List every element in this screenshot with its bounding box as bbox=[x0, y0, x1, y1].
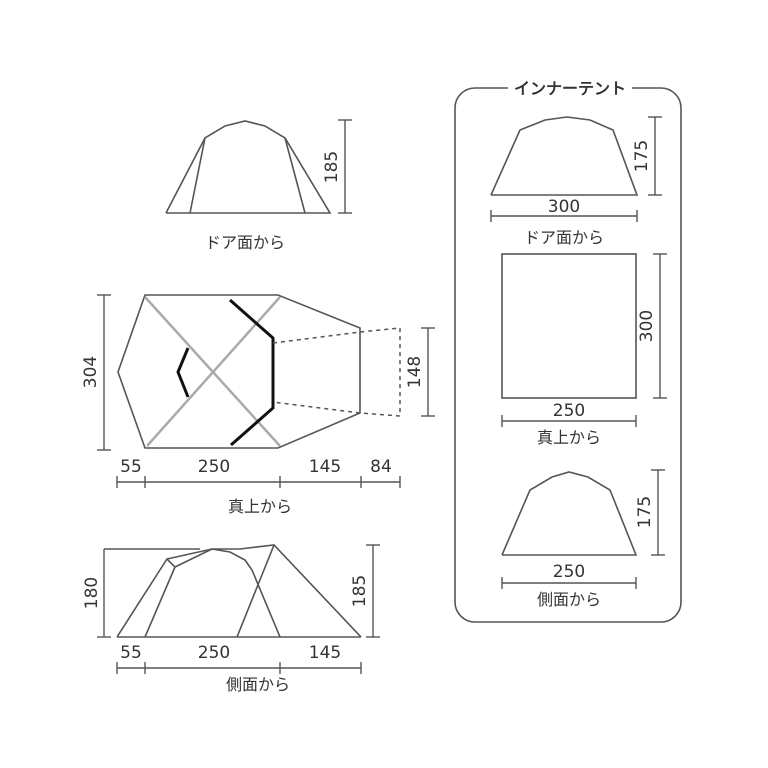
height-left-label: 180 bbox=[82, 577, 102, 609]
front-width-dimension bbox=[421, 327, 435, 417]
height-label: 175 bbox=[635, 496, 655, 528]
length-label: 145 bbox=[309, 643, 341, 663]
small-pole bbox=[176, 347, 190, 398]
height-dimension bbox=[338, 119, 352, 214]
height-dimension-right bbox=[366, 544, 380, 638]
inner-side-view: 175 250 側面から bbox=[501, 469, 665, 609]
panel-title: インナーテント bbox=[514, 79, 626, 98]
caption: ドア面から bbox=[524, 228, 604, 247]
black-pole bbox=[229, 298, 275, 447]
caption: 真上から bbox=[228, 497, 292, 516]
outer-door-view: 185 ドア面から bbox=[165, 119, 352, 252]
height-dimension-left bbox=[97, 549, 111, 638]
height-right-label: 185 bbox=[350, 575, 370, 607]
length-label: 55 bbox=[120, 643, 142, 663]
depth-label: 300 bbox=[637, 310, 657, 342]
length-label: 250 bbox=[198, 643, 230, 663]
width-label: 304 bbox=[81, 356, 101, 388]
front-width-label: 148 bbox=[405, 356, 425, 388]
inner-top-view: 300 250 真上から bbox=[501, 253, 667, 447]
inner-tent-panel: インナーテント 175 300 ドア面から 300 250 真上から 175 2… bbox=[454, 78, 682, 623]
inner-door-view: 175 300 ドア面から bbox=[490, 116, 662, 247]
height-label: 185 bbox=[322, 151, 342, 183]
length-label: 250 bbox=[198, 457, 230, 477]
width-label: 300 bbox=[548, 197, 580, 217]
width-label: 250 bbox=[553, 401, 585, 421]
caption: 側面から bbox=[537, 590, 601, 609]
length-label: 84 bbox=[370, 457, 392, 477]
length-label: 55 bbox=[120, 457, 142, 477]
length-dimension bbox=[116, 476, 401, 488]
width-dimension bbox=[97, 294, 111, 451]
width-label: 250 bbox=[553, 562, 585, 582]
caption: 側面から bbox=[226, 675, 290, 694]
caption: ドア面から bbox=[205, 233, 285, 252]
outer-side-view: 180 185 55 250 145 側面から bbox=[82, 544, 380, 694]
caption: 真上から bbox=[537, 428, 601, 447]
length-dimension bbox=[116, 662, 362, 674]
height-label: 175 bbox=[632, 140, 652, 172]
length-label: 145 bbox=[309, 457, 341, 477]
outer-top-view: 304 148 55 250 145 84 真上から bbox=[81, 294, 435, 516]
